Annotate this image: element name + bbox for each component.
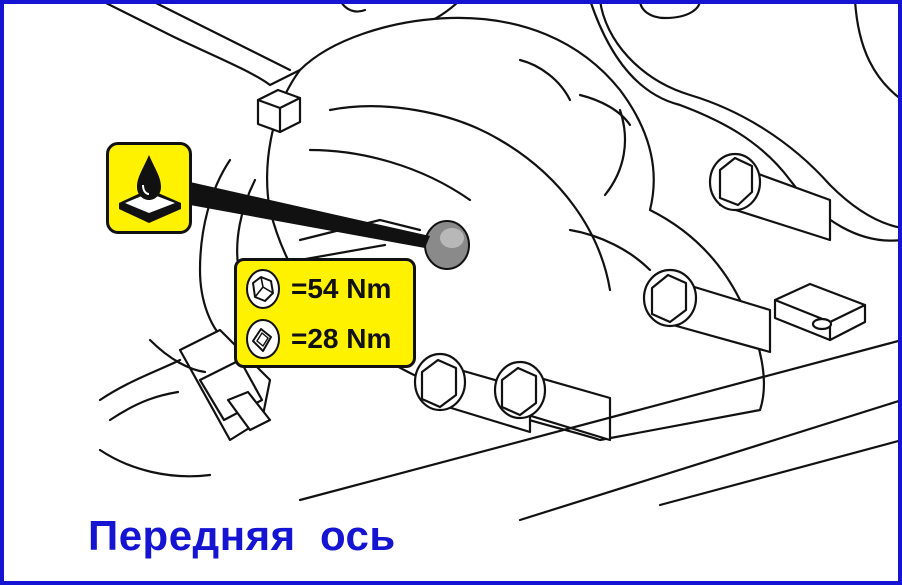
torque-value-hex: =54 Nm — [291, 273, 392, 304]
drain-plug — [424, 220, 470, 270]
torque-value-socket: =28 Nm — [291, 323, 392, 354]
washer-plate — [773, 282, 867, 342]
oil-drop-icon — [119, 155, 181, 223]
torque-row-socket: =28 Nm — [243, 317, 391, 361]
bolt-right-1 — [708, 152, 832, 242]
socket-bolt-icon — [246, 319, 280, 359]
hub-housing — [588, 0, 902, 242]
top-bolt — [256, 88, 302, 134]
bolt-bottom-2 — [493, 360, 612, 442]
torque-row-hex: =54 Nm — [243, 267, 391, 311]
bolt-right-2 — [642, 268, 772, 354]
oil-drain-sign — [106, 142, 192, 234]
hub-inner-ring — [598, 0, 902, 230]
diagram-caption: Передняя ось — [88, 512, 396, 559]
bolt-bottom-1 — [413, 352, 532, 434]
leader-line — [190, 182, 430, 248]
hex-bolt-icon — [246, 269, 280, 309]
torque-spec-badge: =54 Nm =28 Nm — [234, 258, 416, 368]
